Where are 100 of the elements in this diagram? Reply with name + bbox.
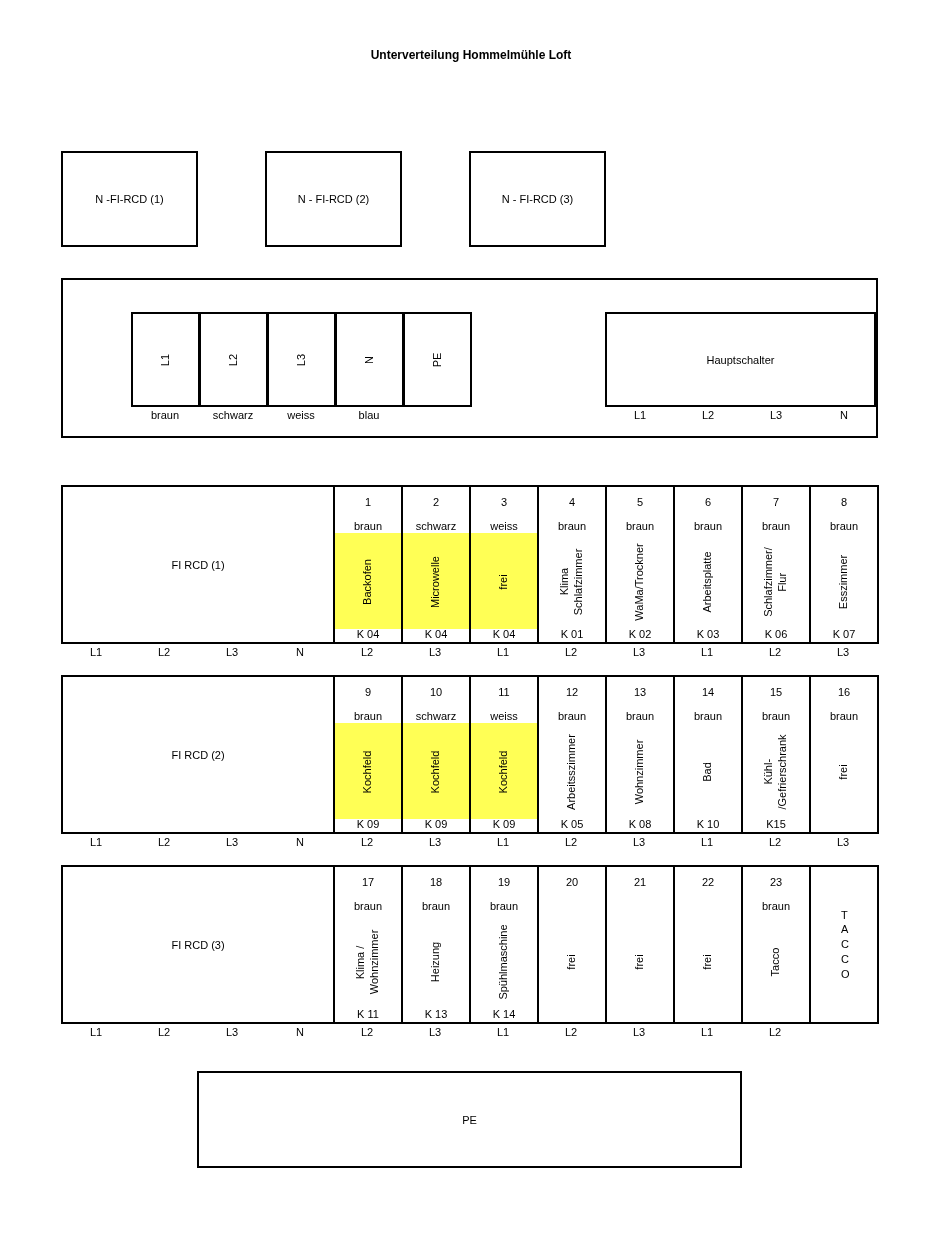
phase-label: L3 [224,646,240,658]
circuit-slot [741,675,811,834]
phase-label: L2 [156,1026,172,1038]
phase-label: L3 [224,1026,240,1038]
phase-label: L2 [700,409,716,421]
phase-label: N [295,646,305,658]
circuit-number: 19 [496,876,512,888]
cable-label: K 10 [695,818,721,830]
phase-label: L1 [699,836,715,848]
circuit-name: frei [837,764,851,780]
terminal-block [335,312,404,407]
circuit-slot [673,485,743,644]
wire-color: blau [357,409,381,421]
circuit-number: 17 [360,876,376,888]
circuit-number: 16 [836,686,852,698]
wire-color: braun [692,520,724,532]
circuit-slot [537,485,607,644]
wire-color: schwarz [414,520,458,532]
circuit-number: 7 [771,496,781,508]
phase-label: L1 [632,409,648,421]
circuit-number: 12 [564,686,580,698]
circuit-name: WaMa/Trockner [633,543,647,621]
wire-color: weiss [489,520,519,532]
wire-color: schwarz [211,409,255,421]
circuit-slot [333,485,403,644]
circuit-number: 21 [632,876,648,888]
terminal-label: L1 [158,353,172,366]
circuit-name: Schlafzimmer/ Flur [762,547,789,617]
vertical-letters: T A C C O [840,907,848,982]
circuit-number: 4 [567,496,577,508]
circuit-name: frei [633,954,647,970]
phase-label: L3 [427,836,443,848]
cable-label: K 04 [491,628,517,640]
wire-color: braun [692,710,724,722]
circuit-number: 10 [428,686,444,698]
circuit-name: Esszimmer [837,554,851,610]
terminal-label: L3 [294,353,308,366]
circuit-slot [333,675,403,834]
terminal-block [267,312,336,407]
wire-color: schwarz [414,710,458,722]
terminal-label: L2 [226,353,240,366]
terminal-block [131,312,200,407]
wire-color: weiss [489,710,519,722]
circuit-name: Kochfeld [361,750,375,794]
rcd-box [61,865,335,1024]
cable-label: K 06 [763,628,789,640]
circuit-slot [809,675,879,834]
wire-color: braun [149,409,181,421]
circuit-slot [741,485,811,644]
circuit-slot [605,865,675,1024]
circuit-number: 23 [768,876,784,888]
box-label: FI RCD (2) [171,748,225,761]
box-label: Hauptschalter [706,353,775,366]
phase-label: L3 [631,646,647,658]
phase-label: L3 [427,1026,443,1038]
rcd-box [265,151,402,247]
terminal-label: PE [430,352,444,367]
circuit-number: 20 [564,876,580,888]
wire-color: braun [760,900,792,912]
rcd-box [469,151,606,247]
terminal-label: N [362,355,376,364]
cable-label: K 01 [559,628,585,640]
phase-label: L3 [835,646,851,658]
circuit-slot [401,485,471,644]
cable-label: K 08 [627,818,653,830]
cable-label: K 07 [831,628,857,640]
circuit-name: Kochfeld [429,750,443,794]
circuit-slot [469,865,539,1024]
phase-label: L3 [631,836,647,848]
circuit-slot [537,865,607,1024]
phase-label: L3 [768,409,784,421]
phase-label: L3 [427,646,443,658]
circuit-number: 1 [363,496,373,508]
box-label: N -FI-RCD (1) [95,193,164,205]
circuit-slot [605,485,675,644]
phase-label: L1 [88,836,104,848]
circuit-name: Backofen [361,559,375,605]
cable-label: K 02 [627,628,653,640]
terminal-block [403,312,472,407]
circuit-slot [673,675,743,834]
cable-label: K 05 [559,818,585,830]
circuit-slot [333,865,403,1024]
circuit-number: 14 [700,686,716,698]
circuit-name: Tacco [769,947,783,977]
phase-label: L1 [495,646,511,658]
phase-label: L2 [563,836,579,848]
phase-label: L3 [835,836,851,848]
wire-color: braun [352,900,384,912]
circuit-number: 3 [499,496,509,508]
circuit-slot [401,675,471,834]
box-label: FI RCD (1) [171,558,225,571]
phase-label: L1 [699,646,715,658]
phase-label: L3 [631,1026,647,1038]
wire-color: braun [624,710,656,722]
circuit-name: Heizung [429,941,443,983]
circuit-slot [469,485,539,644]
wire-color: braun [828,520,860,532]
circuit-slot [809,865,879,1024]
circuit-number: 15 [768,686,784,698]
wire-color: braun [828,710,860,722]
